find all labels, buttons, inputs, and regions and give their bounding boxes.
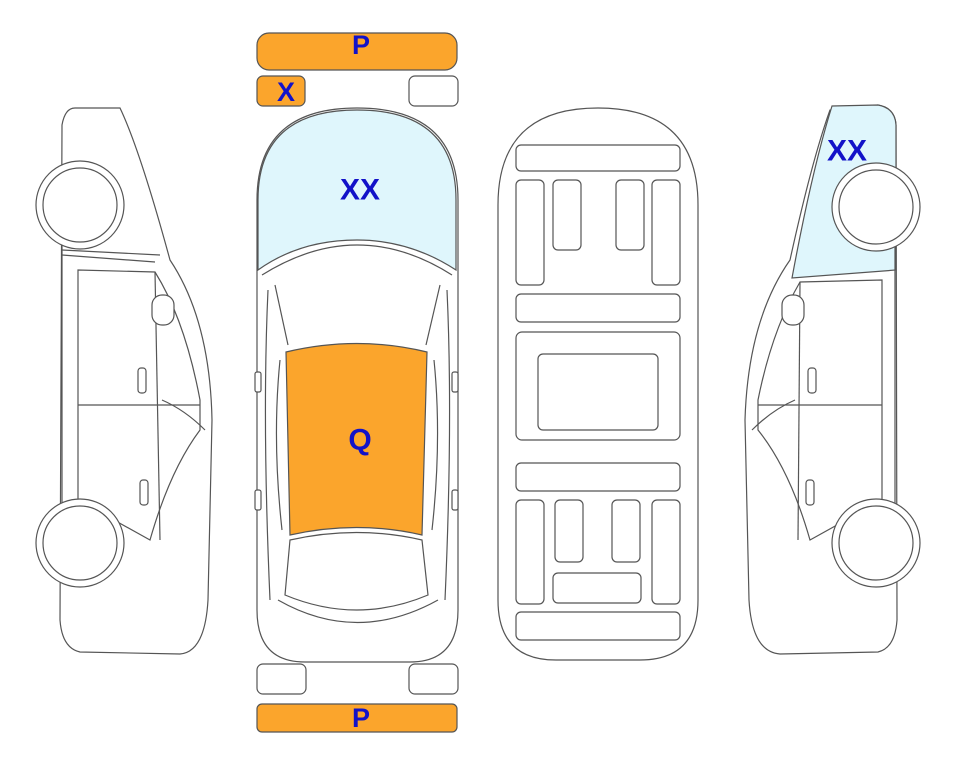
hood-shape: [257, 109, 457, 272]
front-bumper-shape: [256, 32, 458, 71]
rear-bumper-label: P: [352, 703, 370, 733]
car-underbody-icon: [497, 107, 699, 661]
car-left-side-icon: [35, 107, 213, 655]
right-side-front-label: XX: [827, 135, 867, 168]
roof-label: Q: [348, 424, 371, 457]
rear-bumper-shape: [256, 703, 458, 733]
car-top-view-icon: [254, 32, 459, 733]
front-left-light-shape: [256, 75, 306, 107]
front-left-light-label: X: [277, 77, 295, 107]
front-right-light-shape: [408, 75, 459, 107]
front-bumper-label: P: [352, 30, 370, 60]
roof-shape: [285, 342, 428, 536]
car-right-side-icon: [744, 104, 921, 655]
hood-label: XX: [340, 174, 380, 207]
